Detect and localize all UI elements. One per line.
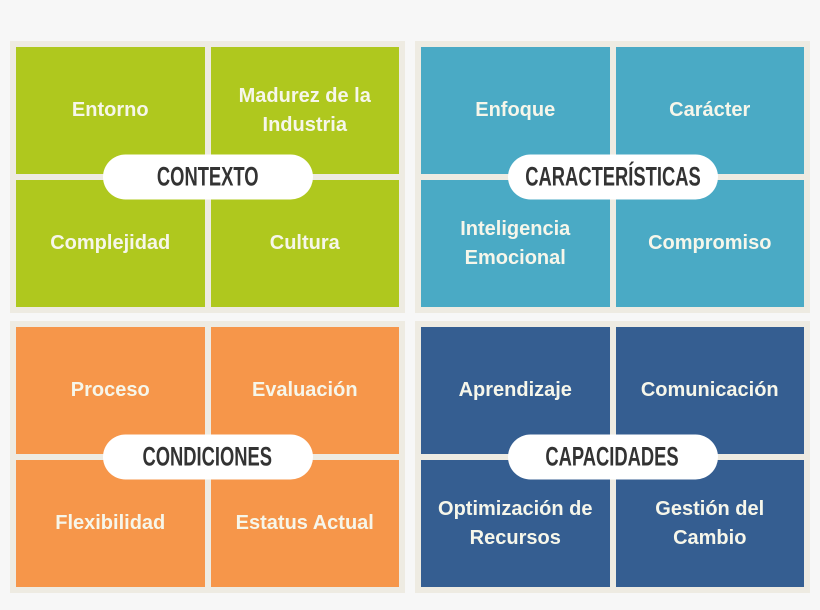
cell-compromiso: Compromiso [615,180,804,307]
cell-comunicacion: Comunicación [615,327,804,454]
quadrant-condiciones: Proceso Evaluación Flexibilidad Estatus … [10,321,405,593]
cell-madurez-de-la-industria: Madurez de la Industria [210,47,399,174]
cell-entorno: Entorno [16,47,205,174]
quadrant-caracteristicas: Enfoque Carácter Inteligencia Emocional … [415,41,810,313]
cell-estatus-actual: Estatus Actual [210,460,399,587]
label-pill-caracteristicas: CARACTERÍSTICAS [507,154,718,200]
quadrant-grid: Proceso Evaluación Flexibilidad Estatus … [16,327,399,587]
cell-flexibilidad: Flexibilidad [16,460,205,587]
label-contexto: CONTEXTO [156,161,259,192]
quadrant-grid: Entorno Madurez de la Industria Compleji… [16,47,399,307]
cell-inteligencia-emocional: Inteligencia Emocional [421,180,610,307]
cell-complejidad: Complejidad [16,180,205,307]
label-pill-capacidades: CAPACIDADES [507,434,718,480]
label-pill-condiciones: CONDICIONES [102,434,313,480]
label-condiciones: CONDICIONES [142,441,273,472]
cell-gestion-del-cambio: Gestión del Cambio [615,460,804,587]
quadrant-capacidades: Aprendizaje Comunicación Optimización de… [415,321,810,593]
cell-optimizacion-de-recursos: Optimización de Recursos [421,460,610,587]
label-capacidades: CAPACIDADES [545,441,680,472]
cell-aprendizaje: Aprendizaje [421,327,610,454]
quadrant-contexto: Entorno Madurez de la Industria Compleji… [10,41,405,313]
quadrant-grid: Enfoque Carácter Inteligencia Emocional … [421,47,804,307]
cell-enfoque: Enfoque [421,47,610,174]
quadrant-grid: Aprendizaje Comunicación Optimización de… [421,327,804,587]
cell-evaluacion: Evaluación [210,327,399,454]
label-caracteristicas: CARACTERÍSTICAS [524,161,701,192]
label-pill-contexto: CONTEXTO [102,154,313,200]
cell-caracter: Carácter [615,47,804,174]
cell-proceso: Proceso [16,327,205,454]
cell-cultura: Cultura [210,180,399,307]
